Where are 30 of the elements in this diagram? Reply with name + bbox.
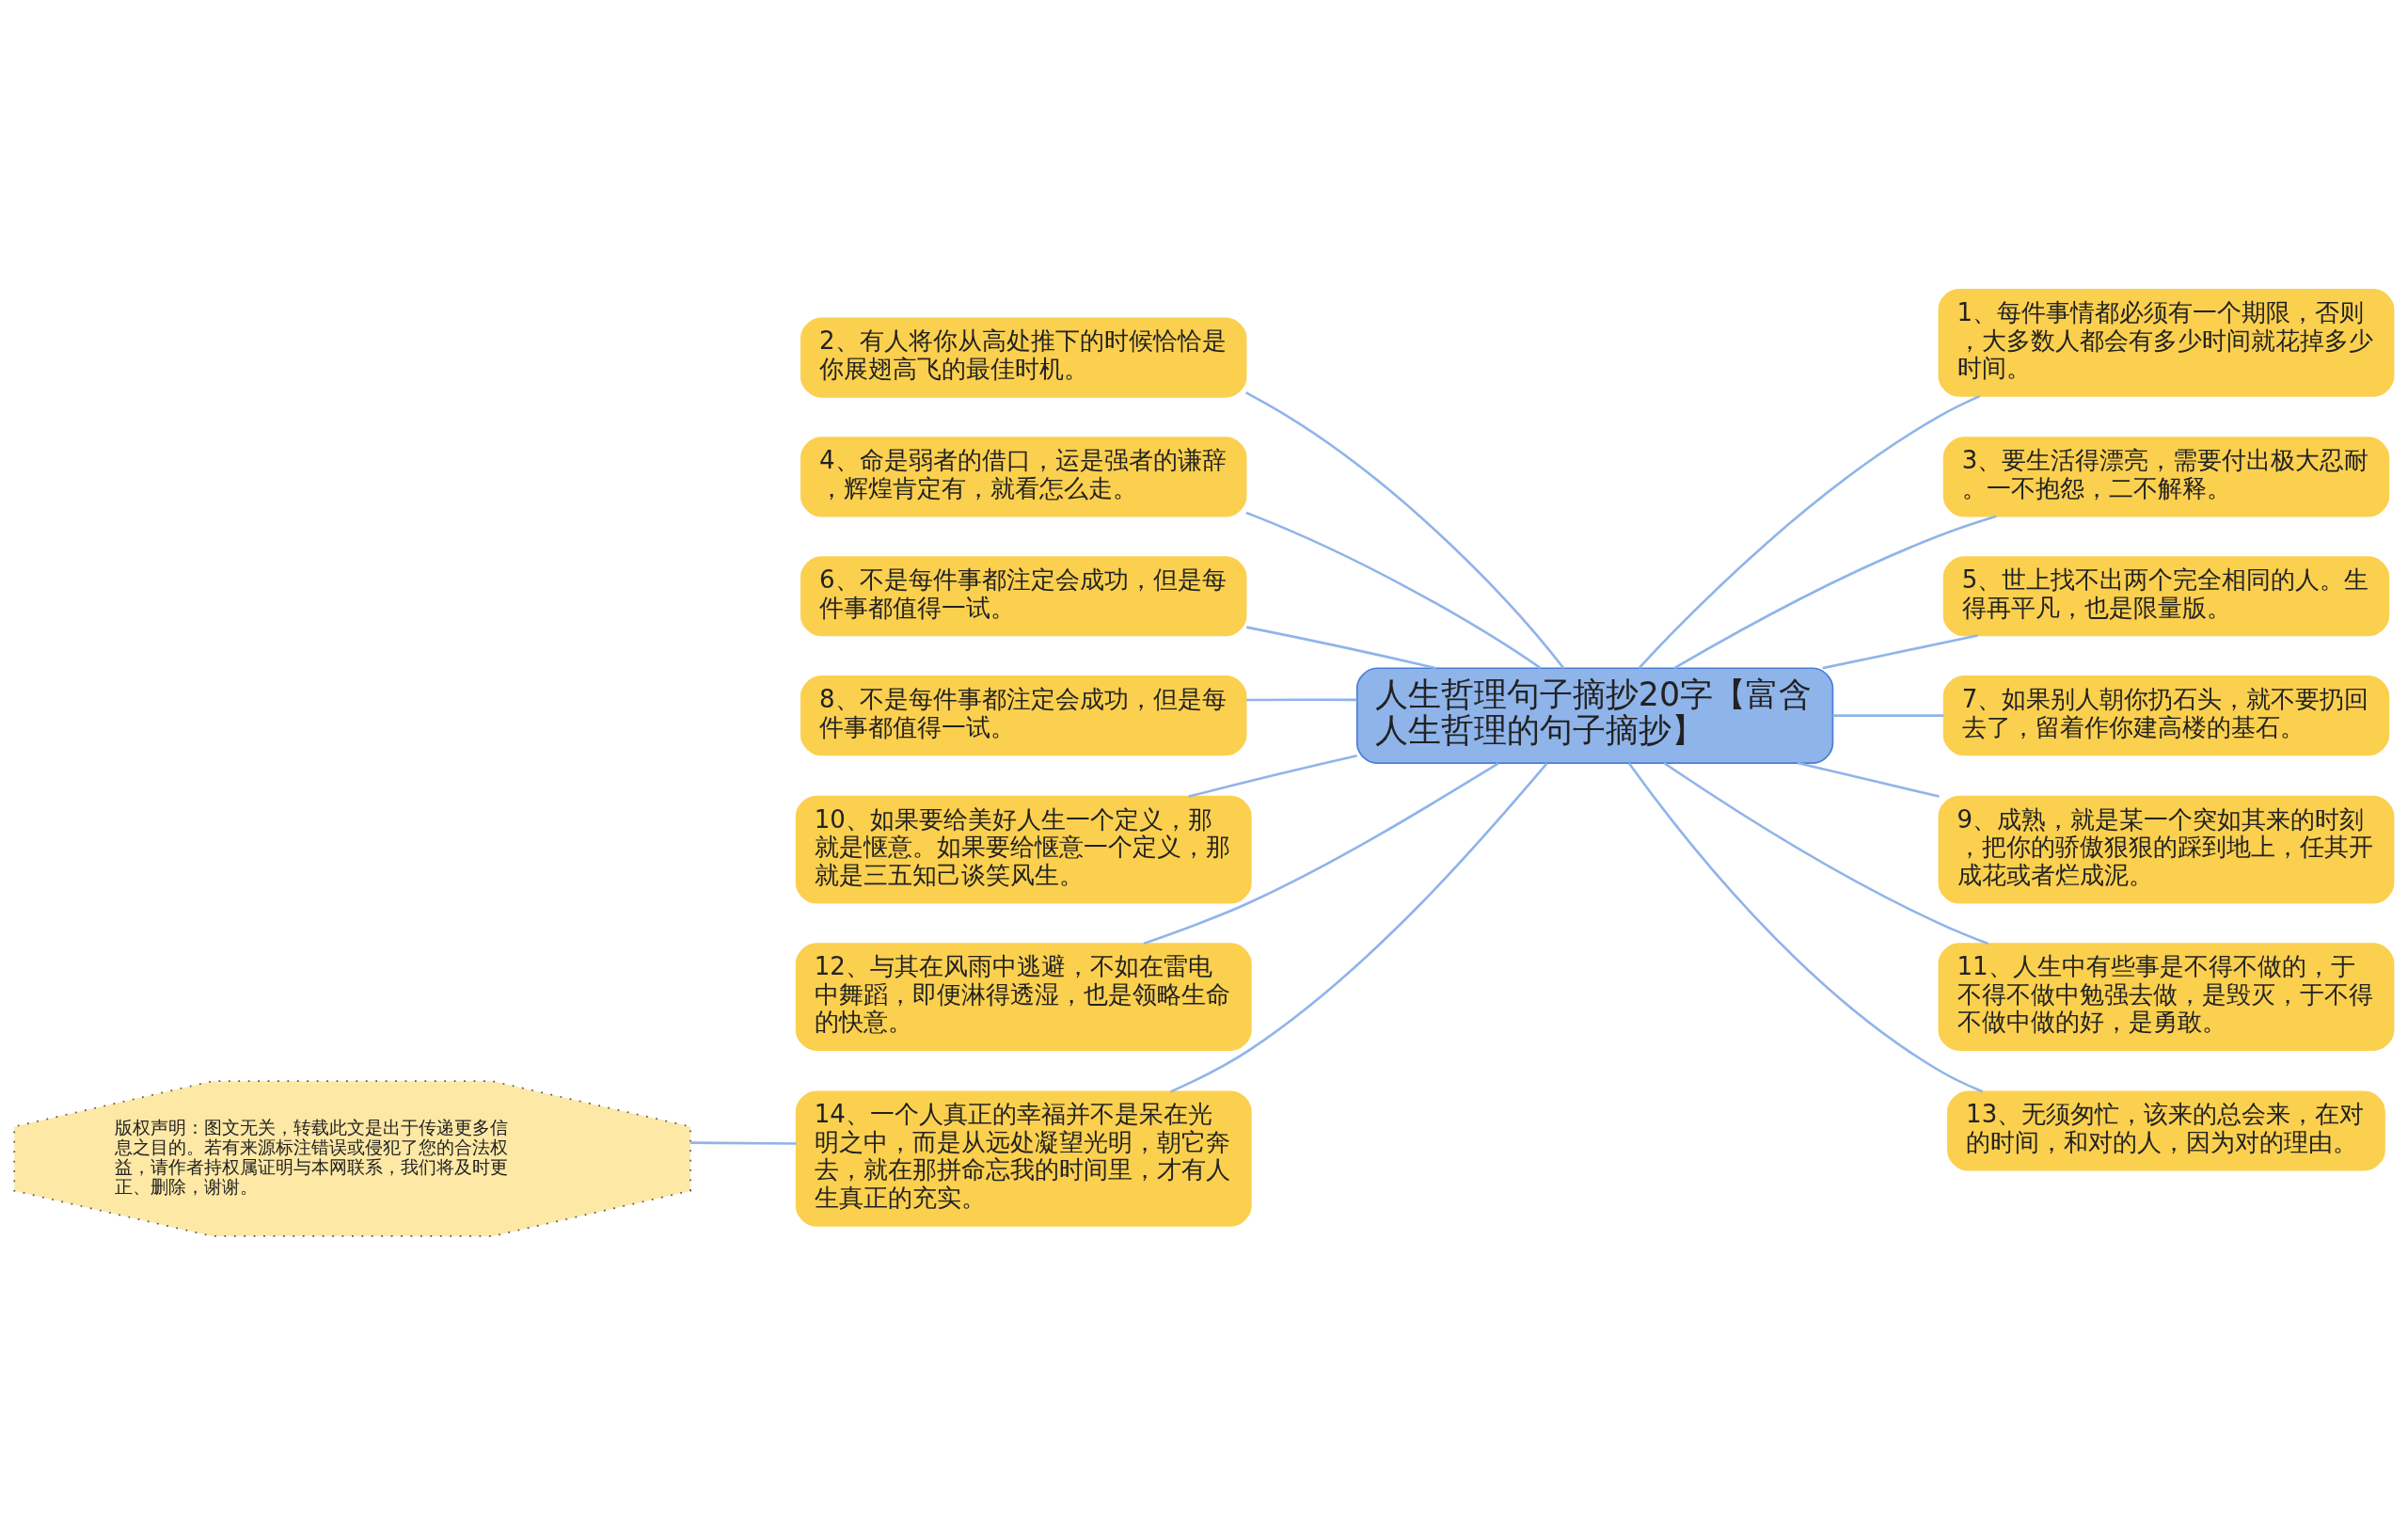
connector (1246, 698, 1357, 702)
connector (1245, 626, 1436, 670)
connector (1638, 394, 1981, 669)
node-box: 4、命是弱者的借口，运是强者的谦辞，辉煌肯定有，就看怎么走。 (800, 437, 1247, 517)
connector (1245, 391, 1565, 670)
node-box: 7、如果别人朝你扔石头，就不要扔回去了，留着作你建高楼的基石。 (1942, 676, 2390, 756)
node-box: 2、有人将你从高处推下的时候恰恰是你展翅高飞的最佳时机。 (800, 317, 1247, 398)
connector (1170, 762, 1548, 1093)
node-box: 12、与其在风雨中逃避，不如在雷电中舞蹈，即便淋得透湿，也是领略生命的快意。 (795, 943, 1252, 1051)
connector (1797, 761, 1940, 798)
connector (1663, 761, 1989, 946)
node-box: 1、每件事情都必须有一个期限，否则，大多数人都会有多少时间就花掉多少时间。 (1938, 289, 2395, 397)
node-box: 8、不是每件事都注定会成功，但是每件事都值得一试。 (800, 676, 1247, 756)
connector (1832, 714, 1944, 717)
node-box: 14、一个人真正的幸福并不是呆在光明之中，而是从远处凝望光明，朝它奔去，就在那拼命忘我的时间里，才有人生真正的充实。 (795, 1090, 1252, 1227)
connector (690, 1141, 797, 1145)
node-box: 13、无须匆忙，该来的总会来，在对的时间，和对的人，因为对的理由。 (1947, 1090, 2385, 1171)
node-box: 11、人生中有些事是不得不做的，于不得不做中勉强去做，是毁灭，于不得不做中做的好，是勇敢。 (1938, 943, 2395, 1051)
connector (1188, 754, 1357, 798)
node-box: 9、成熟，就是某一个突如其来的时刻，把你的骄傲狠狠的踩到地上，任其开成花或者烂成泥。 (1938, 795, 2395, 904)
connector (1673, 515, 1997, 670)
connector (1627, 762, 1984, 1093)
node-box: 人生哲理句子摘抄20字【富含人生哲理的句子摘抄】 (1355, 667, 1834, 764)
node-box: 5、世上找不出两个完全相同的人。生得再平凡，也是限量版。 (1942, 556, 2390, 637)
node-box: 6、不是每件事都注定会成功，但是每件事都值得一试。 (800, 556, 1247, 637)
connector (1143, 762, 1499, 946)
connector (1245, 511, 1542, 670)
node-box: 10、如果要给美好人生一个定义，那就是惬意。如果要给惬意一个定义，那就是三五知己谈笑风生。 (795, 795, 1252, 904)
node-box: 3、要生活得漂亮，需要付出极大忍耐。一不抱怨，二不解释。 (1942, 437, 2390, 517)
connector (1822, 634, 1978, 670)
